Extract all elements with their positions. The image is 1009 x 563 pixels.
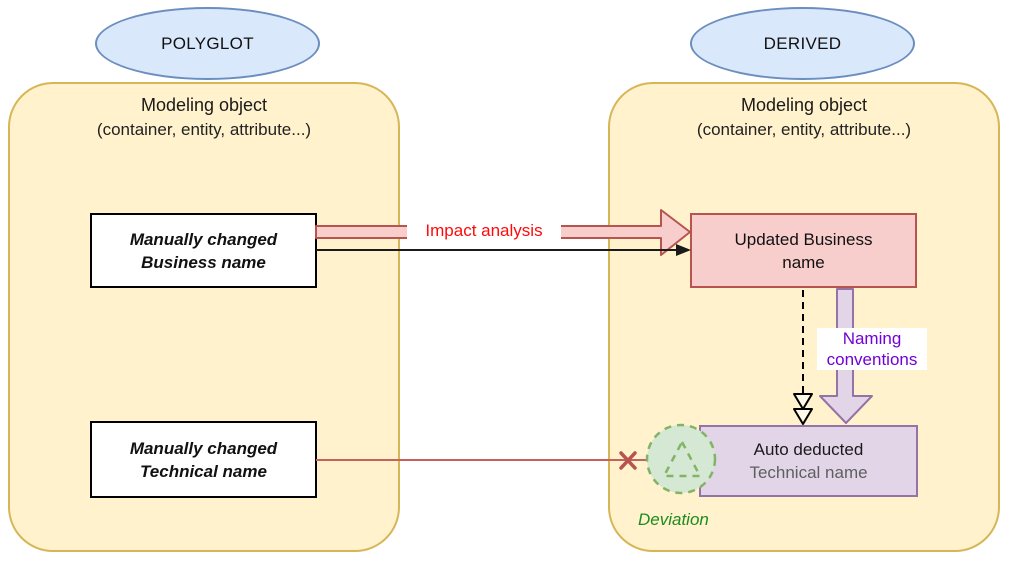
naming-conventions-label: Naming conventions <box>817 328 927 370</box>
polyglot-badge-label: POLYGLOT <box>161 33 254 53</box>
derived-title: Modeling object <box>740 95 868 115</box>
box-line: Manually changed <box>129 438 278 458</box>
manually-changed-business-name-box: Manually changed Business name <box>90 213 317 288</box>
box-line: Updated Business <box>734 229 873 249</box>
impact-analysis-label: Impact analysis <box>407 221 561 241</box>
naming-conventions-line: Naming <box>842 329 902 348</box>
derived-badge: DERIVED <box>690 7 915 80</box>
updated-business-name-box: Updated Business name <box>690 213 917 288</box>
deviation-label: Deviation <box>638 510 709 529</box>
polyglot-title: Modeling object <box>140 95 268 115</box>
box-line: Business name <box>141 252 266 272</box>
derived-badge-label: DERIVED <box>763 33 842 53</box>
box-line: Manually changed <box>129 229 278 249</box>
derived-subtitle: (container, entity, attribute...) <box>696 120 912 139</box>
auto-deducted-technical-name-box: Auto deducted Technical name <box>699 425 918 497</box>
manually-changed-technical-name-box: Manually changed Technical name <box>90 421 317 498</box>
box-line: Technical name <box>140 461 267 481</box>
box-line: name <box>782 252 825 272</box>
naming-conventions-line: conventions <box>826 350 918 369</box>
box-line: Technical name <box>749 463 868 482</box>
box-line: Auto deducted <box>753 440 864 459</box>
polyglot-badge: POLYGLOT <box>95 7 320 80</box>
polyglot-subtitle: (container, entity, attribute...) <box>96 120 312 139</box>
